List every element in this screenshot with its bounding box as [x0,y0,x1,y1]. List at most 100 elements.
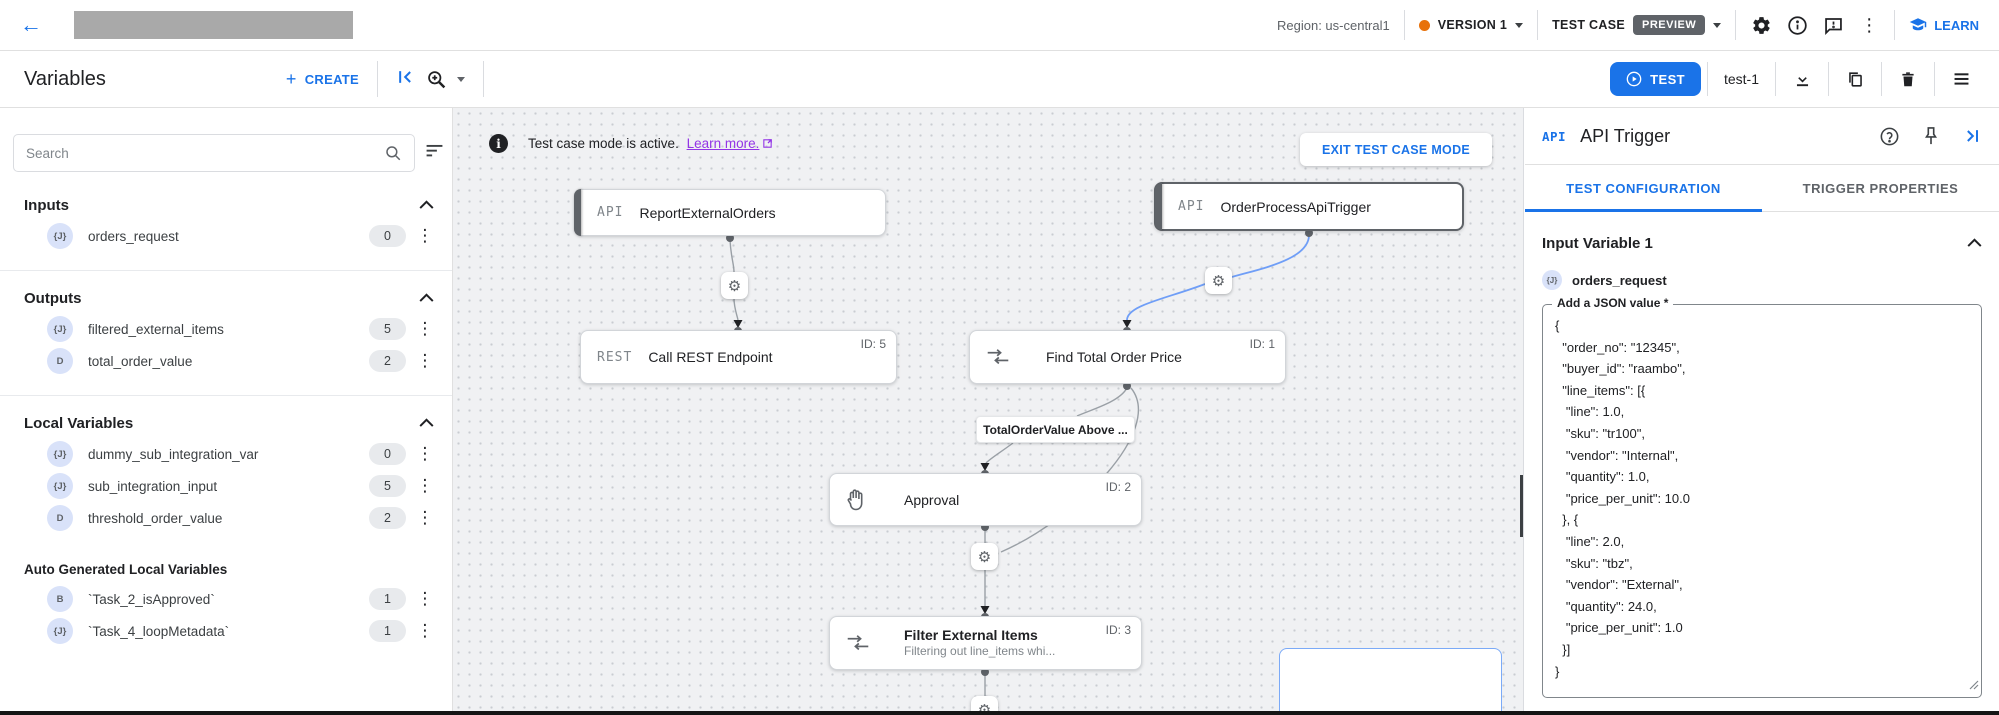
kebab-menu-icon[interactable]: ⋮ [416,226,434,246]
menu-list-icon[interactable] [1941,62,1981,96]
node-call-rest-endpoint[interactable]: REST Call REST Endpoint ID: 5 [580,330,897,384]
data-mapping-icon [846,634,870,652]
chevron-down-icon [1515,22,1524,28]
kebab-menu-icon[interactable]: ⋮ [416,508,434,528]
variable-label: threshold_order_value [88,510,223,526]
divider [1828,62,1829,96]
kebab-menu-icon[interactable]: ⋮ [1860,14,1879,36]
section-header-local-variables: Local Variables [24,414,434,432]
settings-gear-icon[interactable] [1750,14,1772,36]
divider [1735,10,1737,40]
download-icon[interactable] [1782,62,1822,96]
json-type-icon: {J} [47,223,73,249]
chevron-up-icon[interactable] [1967,234,1982,252]
test-button[interactable]: TEST [1610,62,1701,96]
api-trigger-badge: API [597,205,624,220]
workflow-canvas[interactable]: i Test case mode is active. Learn more. … [453,108,1524,715]
variable-label: sub_integration_input [88,478,218,494]
section-title: Outputs [24,289,82,307]
input-variable-section-title: Input Variable 1 [1542,234,1653,252]
variable-row[interactable]: D total_order_value 2 ⋮ [0,345,452,377]
collapse-panel-right-icon[interactable] [1962,126,1982,146]
exit-test-case-mode-button[interactable]: EXIT TEST CASE MODE [1300,133,1492,166]
count-badge: 5 [369,475,406,497]
pin-icon[interactable] [1922,126,1940,146]
section-header-auto-generated: Auto Generated Local Variables [24,562,434,577]
canvas-scrollbar[interactable] [1520,475,1523,537]
delete-icon[interactable] [1888,62,1928,96]
sort-icon[interactable] [425,143,444,163]
add-task-gear-icon[interactable]: ⚙ [971,543,998,570]
test-case-selector[interactable]: TEST CASE PREVIEW [1552,15,1722,35]
search-field[interactable] [13,134,415,172]
kebab-menu-icon[interactable]: ⋮ [416,444,434,464]
chevron-down-icon [457,76,466,82]
node-order-process-api-trigger[interactable]: API OrderProcessApiTrigger [1154,182,1464,231]
external-link-icon [762,137,773,152]
variable-row[interactable]: {J} orders_request 0 ⋮ [0,220,452,252]
help-icon[interactable] [1879,126,1900,147]
json-value-field[interactable]: Add a JSON value * { "order_no": "12345"… [1542,296,1982,698]
tab-test-configuration[interactable]: TEST CONFIGURATION [1525,165,1762,212]
variable-row[interactable]: {J} `Task_4_loopMetadata` 1 ⋮ [0,615,452,647]
variable-name: orders_request [1572,272,1667,288]
test-mode-banner: i Test case mode is active. Learn more. [489,134,773,153]
data-mapping-icon [986,348,1010,366]
chevron-down-icon [1713,22,1722,28]
variable-row[interactable]: B `Task_2_isApproved` 1 ⋮ [0,583,452,615]
divider [1706,62,1708,96]
version-selector[interactable]: VERSION 1 [1418,18,1524,32]
edge-condition-label[interactable]: TotalOrderValue Above ... [976,416,1135,443]
version-status-icon [1418,19,1430,31]
add-task-gear-icon[interactable]: ⚙ [721,272,748,299]
info-icon: i [489,134,508,153]
variable-row[interactable]: {J} dummy_sub_integration_var 0 ⋮ [0,438,452,470]
variable-row[interactable]: {J} filtered_external_items 5 ⋮ [0,313,452,345]
zoom-control[interactable] [426,69,466,90]
kebab-menu-icon[interactable]: ⋮ [416,476,434,496]
count-badge: 1 [369,588,406,610]
variable-label: `Task_2_isApproved` [88,591,215,607]
back-arrow-icon[interactable]: ← [20,12,42,37]
json-type-icon: {J} [47,473,73,499]
learn-more-link[interactable]: Learn more. [687,136,774,151]
info-icon[interactable] [1786,14,1808,36]
app-bar: ← Region: us-central1 VERSION 1 TEST CAS… [0,0,1999,51]
chevron-up-icon[interactable] [419,289,434,307]
kebab-menu-icon[interactable]: ⋮ [416,621,434,641]
resize-handle[interactable] [1969,677,1979,695]
variable-label: dummy_sub_integration_var [88,446,259,462]
variable-row[interactable]: {J} sub_integration_input 5 ⋮ [0,470,452,502]
section-header-inputs: Inputs [24,196,434,214]
node-find-total-order-price[interactable]: Find Total Order Price ID: 1 [969,330,1286,384]
double-type-icon: D [47,348,73,374]
divider [1775,62,1776,96]
kebab-menu-icon[interactable]: ⋮ [416,351,434,371]
divider [1881,62,1882,96]
chevron-up-icon[interactable] [419,414,434,432]
test-case-name: test-1 [1723,71,1759,87]
json-value-input[interactable]: { "order_no": "12345", "buyer_id": "raam… [1555,318,1690,679]
kebab-menu-icon[interactable]: ⋮ [416,589,434,609]
copy-icon[interactable] [1835,62,1875,96]
tab-trigger-properties[interactable]: TRIGGER PROPERTIES [1802,180,1959,196]
node-report-external-orders[interactable]: API ReportExternalOrders [574,189,886,236]
learn-button[interactable]: LEARN [1909,16,1979,34]
chevron-up-icon[interactable] [419,196,434,214]
screen-bottom-edge [0,711,1999,715]
create-variable-button[interactable]: + CREATE [285,69,360,89]
collapse-panel-left-icon[interactable] [396,67,416,92]
divider [377,61,379,97]
add-task-gear-icon[interactable]: ⚙ [1205,267,1232,294]
count-badge: 2 [369,350,406,372]
kebab-menu-icon[interactable]: ⋮ [416,319,434,339]
variable-row[interactable]: D threshold_order_value 2 ⋮ [0,502,452,534]
node-approval[interactable]: Approval ID: 2 [829,473,1142,526]
task-id-label: ID: 3 [1105,623,1131,637]
feedback-icon[interactable] [1822,14,1844,36]
variable-label: `Task_4_loopMetadata` [88,623,230,639]
panel-title: API Trigger [1580,125,1671,146]
divider [483,61,485,97]
search-input[interactable] [26,145,384,161]
node-filter-external-items[interactable]: Filter External Items Filtering out line… [829,616,1142,670]
